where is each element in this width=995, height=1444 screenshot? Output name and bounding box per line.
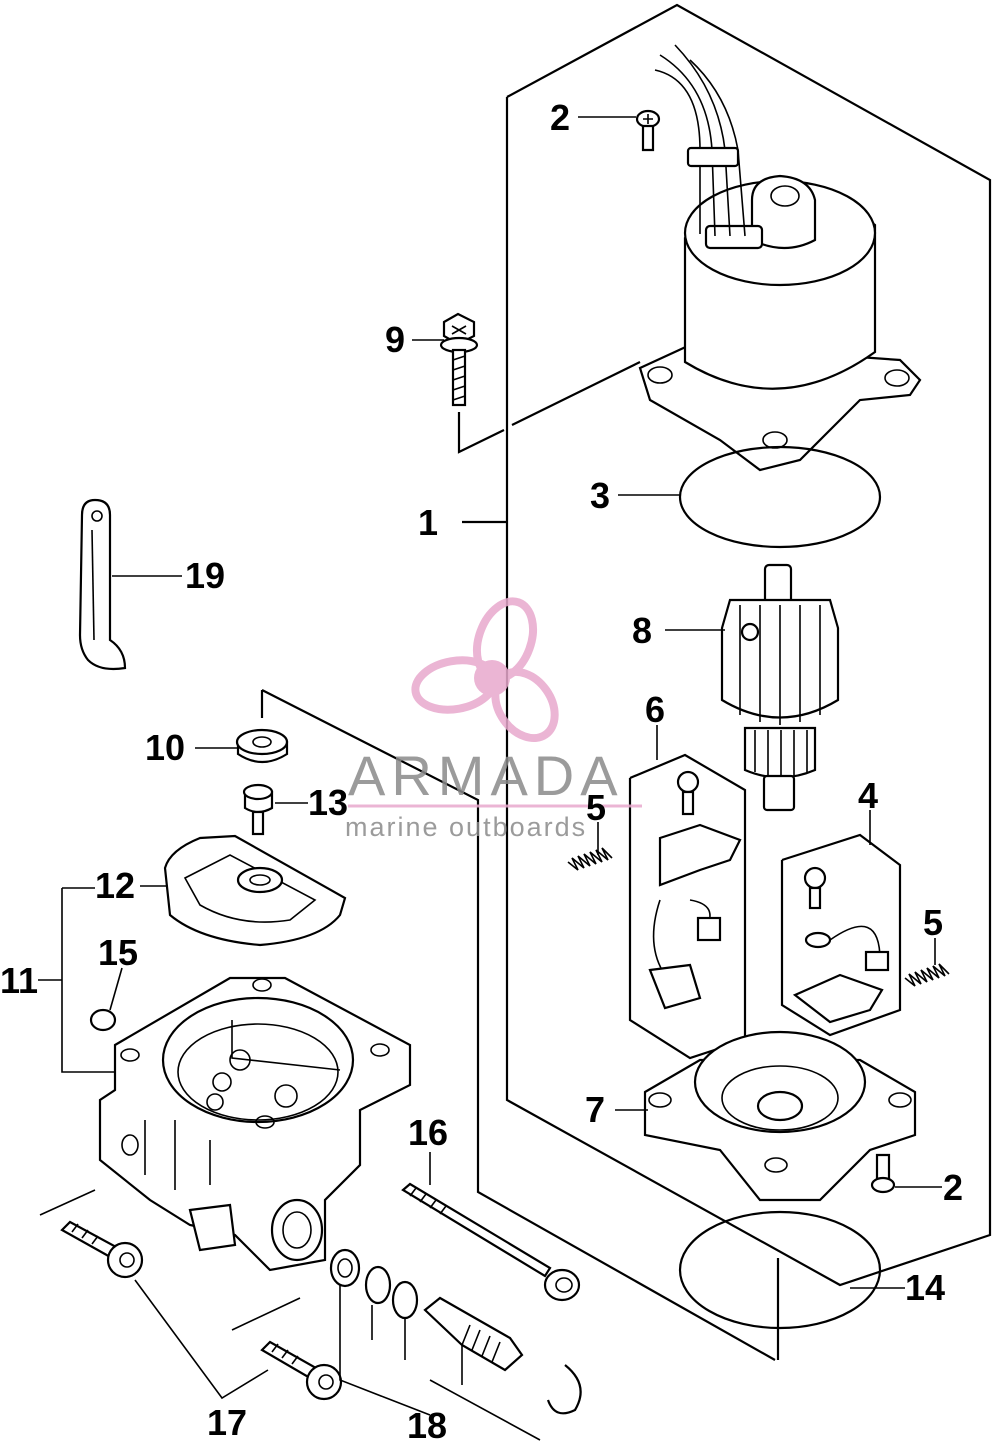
callout-9: 9 <box>385 319 405 360</box>
screw-2-bottom <box>870 1153 896 1194</box>
spring-5-left <box>567 847 613 871</box>
valve-kit-18 <box>329 1248 582 1415</box>
armada-watermark: ARMADA marine outboards <box>345 597 642 842</box>
strap-19 <box>78 498 127 671</box>
callout-numbers: 2 9 3 1 19 8 6 10 4 13 5 12 5 15 11 7 16… <box>0 97 963 1444</box>
pin-13 <box>242 783 274 836</box>
propeller-logo-icon <box>411 597 559 743</box>
callout-10: 10 <box>145 727 185 768</box>
callout-16: 16 <box>408 1112 448 1153</box>
collar-10 <box>235 728 289 764</box>
callout-5-right: 5 <box>923 902 943 943</box>
bolt-17-upper <box>60 1220 144 1279</box>
callout-3: 3 <box>590 475 610 516</box>
callout-1: 1 <box>418 502 438 543</box>
callout-19: 19 <box>185 555 225 596</box>
end-cap-7 <box>643 1030 917 1202</box>
callout-14: 14 <box>905 1267 945 1308</box>
o-ring-14 <box>678 1210 882 1330</box>
brush-holder-6 <box>628 753 747 1060</box>
screw-2-top <box>635 109 661 152</box>
brush-holder-4 <box>780 833 902 1037</box>
pump-housing-11 <box>98 976 412 1272</box>
callout-11: 11 <box>0 960 38 1001</box>
callout-6: 6 <box>645 689 665 730</box>
assembly-1-boundary <box>462 3 992 1287</box>
leader-lines <box>38 116 942 1441</box>
callout-18: 18 <box>407 1405 447 1444</box>
callout-2-bottom: 2 <box>943 1167 963 1208</box>
housing-boundary <box>260 689 780 1361</box>
cover-plate-12 <box>163 834 347 947</box>
watermark-tagline: marine outboards <box>345 812 587 842</box>
o-ring-gasket-3 <box>678 445 882 549</box>
callout-15: 15 <box>98 932 138 973</box>
callout-5-left: 5 <box>586 787 606 828</box>
callout-7: 7 <box>585 1089 605 1130</box>
callout-17: 17 <box>207 1402 247 1443</box>
armature-8 <box>720 563 840 812</box>
callout-4: 4 <box>858 775 878 816</box>
bolt-16 <box>401 1182 581 1302</box>
o-ring-15 <box>89 1008 117 1032</box>
callout-8: 8 <box>632 610 652 651</box>
motor-housing <box>638 44 922 472</box>
bolt-17-lower <box>260 1340 343 1401</box>
watermark-brand: ARMADA <box>348 744 624 807</box>
callout-13: 13 <box>308 782 348 823</box>
bolt-9 <box>439 312 641 454</box>
callout-2-top: 2 <box>550 97 570 138</box>
spring-5-right <box>904 963 950 987</box>
callout-12: 12 <box>95 865 135 906</box>
